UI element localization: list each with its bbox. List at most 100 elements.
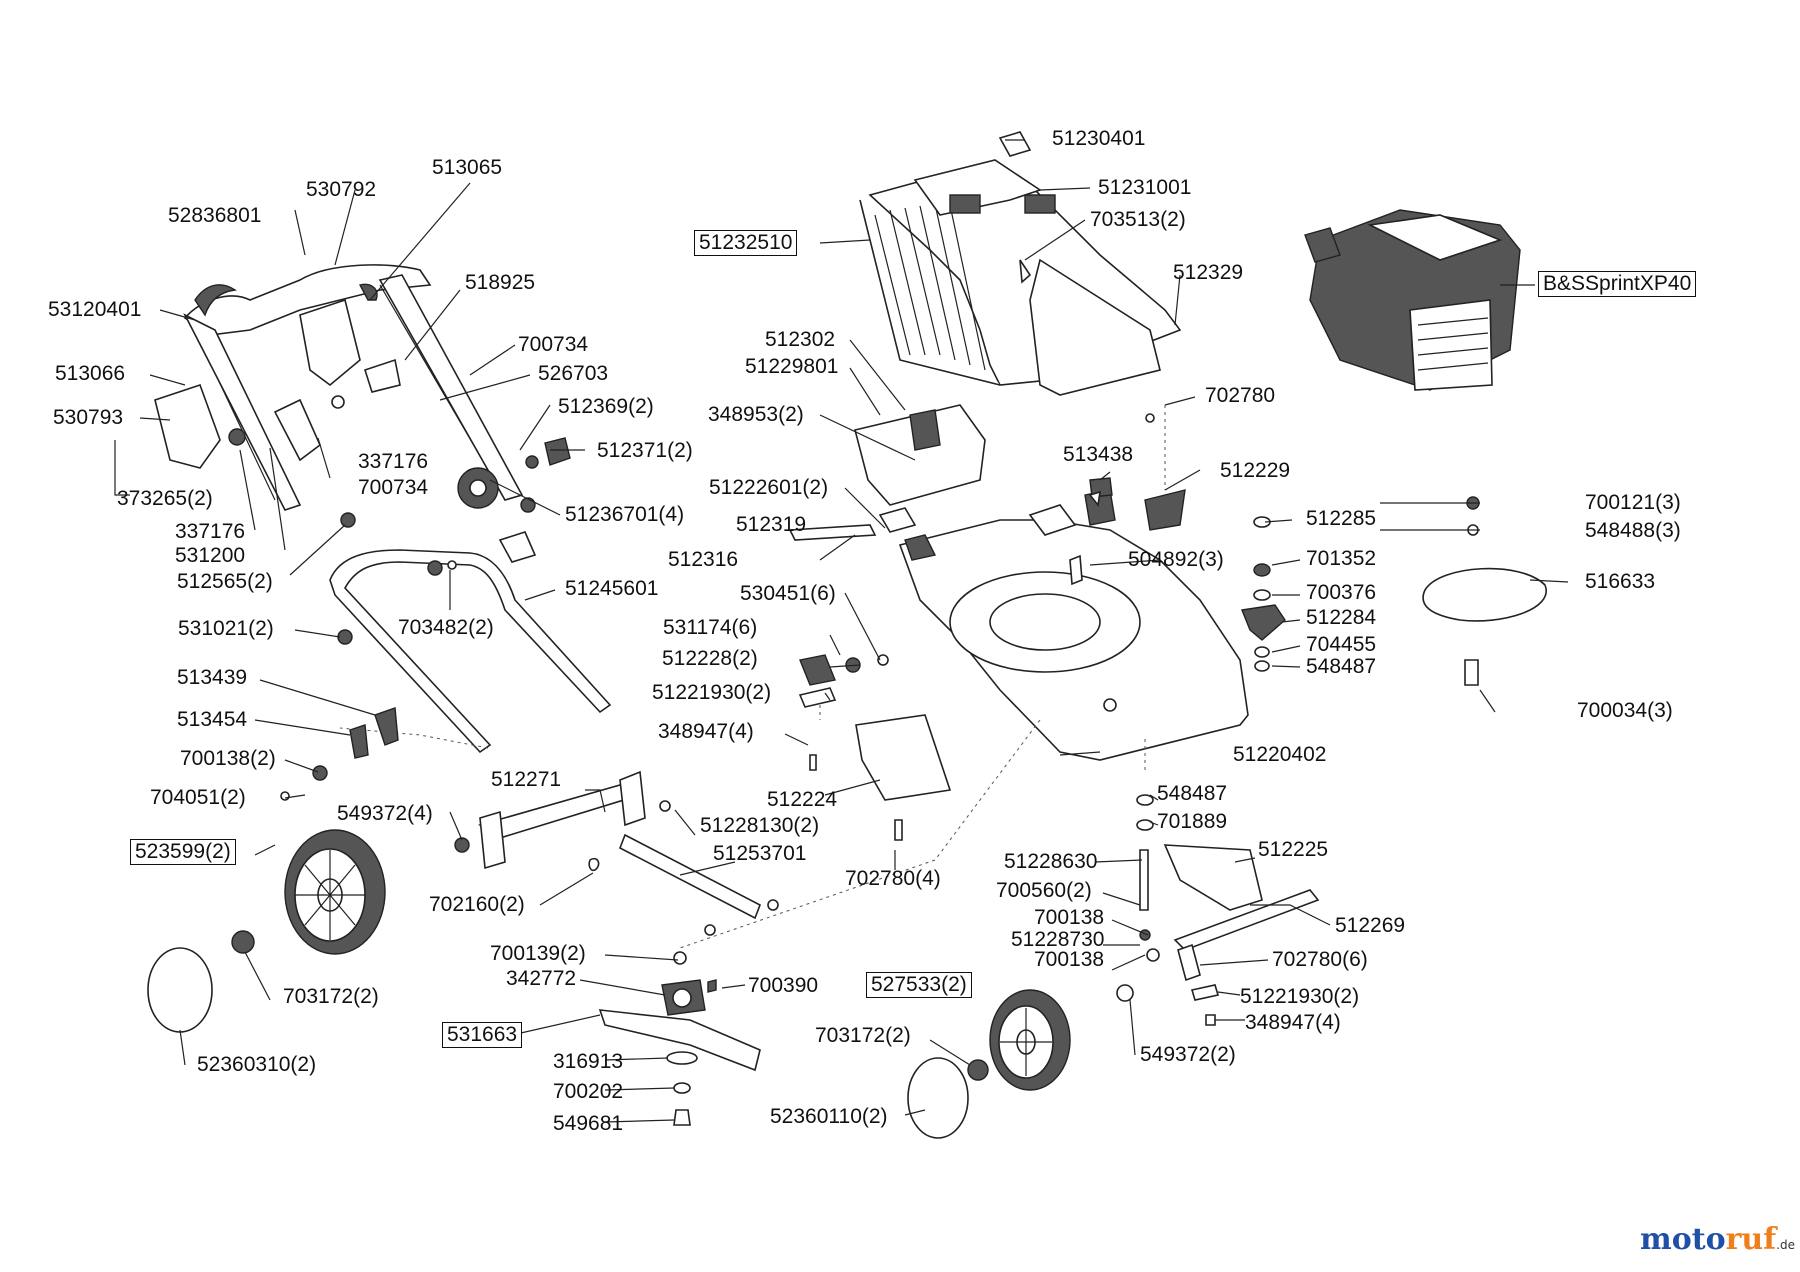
front-axle <box>907 794 1320 1139</box>
part-label: 512225 <box>1258 838 1329 861</box>
boxed-part-label: 527533(2) <box>866 972 972 998</box>
part-label: 51228730 <box>1011 928 1105 951</box>
part-label: 512229 <box>1220 459 1291 482</box>
watermark-logo: motoruf.de <box>1640 1222 1795 1257</box>
part-label: 51231001 <box>1098 176 1192 199</box>
assembly-guides <box>679 405 1166 949</box>
part-label: 530793 <box>53 406 124 429</box>
part-label: 51228630 <box>1004 850 1098 873</box>
part-label: 702780(4) <box>845 867 941 890</box>
leader-lines <box>114 139 1569 1123</box>
part-label: 373265(2) <box>117 487 213 510</box>
part-label: 513065 <box>432 156 503 179</box>
part-label: 700734 <box>358 476 429 499</box>
part-label: 512269 <box>1335 914 1406 937</box>
part-label: 700202 <box>553 1080 624 1103</box>
part-label: 703172(2) <box>283 985 379 1008</box>
part-label: 701352 <box>1306 547 1377 570</box>
part-label: 52360310(2) <box>197 1053 317 1076</box>
part-label: 512271 <box>491 768 562 791</box>
part-label: 700734 <box>518 333 589 356</box>
part-label: 52836801 <box>168 204 262 227</box>
part-label: 512284 <box>1306 606 1377 629</box>
part-label: 531174(6) <box>663 616 758 639</box>
part-label: 518925 <box>465 271 536 294</box>
rear-wheel <box>147 829 386 1033</box>
part-label: 348947(4) <box>658 720 754 743</box>
part-label: 51229801 <box>745 355 839 378</box>
boxed-part-label: 523599(2) <box>130 839 236 865</box>
part-label: 512565(2) <box>177 570 273 593</box>
part-label: 337176 <box>358 450 429 473</box>
part-label: 512369(2) <box>558 395 654 418</box>
part-label: 700376 <box>1306 581 1377 604</box>
part-label: 513066 <box>55 362 126 385</box>
right-hardware <box>1145 413 1547 686</box>
part-label: 52360110(2) <box>770 1105 888 1128</box>
part-label: 700139(2) <box>490 942 586 965</box>
part-label: 513439 <box>177 666 248 689</box>
part-label: 702160(2) <box>429 893 525 916</box>
part-label: 531021(2) <box>178 617 274 640</box>
part-label: 526703 <box>538 362 609 385</box>
part-label: 703513(2) <box>1090 208 1186 231</box>
part-label: 700138 <box>1034 906 1105 929</box>
part-label: 53120401 <box>48 298 142 321</box>
part-label: 51222601(2) <box>709 476 829 499</box>
part-label: 51220402 <box>1233 743 1327 766</box>
part-label: 516633 <box>1585 570 1656 593</box>
boxed-part-label: 531663 <box>442 1022 523 1048</box>
engine <box>1304 209 1521 391</box>
lower-handle <box>329 531 612 754</box>
part-label: 342772 <box>506 967 577 990</box>
part-label: 700138(2) <box>180 747 276 770</box>
part-label: 51221930(2) <box>1240 985 1360 1008</box>
part-label: 700390 <box>748 974 819 997</box>
part-label: 512319 <box>736 513 807 536</box>
part-label: 51253701 <box>713 842 807 865</box>
part-label: 512316 <box>668 548 739 571</box>
part-label: 530792 <box>306 178 377 201</box>
part-label: 513438 <box>1063 443 1134 466</box>
levers <box>280 629 399 801</box>
part-label: 702780(6) <box>1272 948 1368 971</box>
part-label: 512329 <box>1173 261 1244 284</box>
rear-axle <box>454 770 779 936</box>
part-label: 531200 <box>175 544 246 567</box>
part-label: 512228(2) <box>662 647 758 670</box>
boxed-part-label: B&SSprintXP40 <box>1538 271 1697 297</box>
blade-assembly <box>598 951 761 1126</box>
part-label: 512224 <box>767 788 838 811</box>
part-label: 51236701(4) <box>565 503 685 526</box>
part-label: 702780 <box>1205 384 1276 407</box>
part-label: 549372(4) <box>337 802 433 825</box>
part-label: 530451(6) <box>740 582 836 605</box>
part-label: 51245601 <box>565 577 659 600</box>
part-label: 348953(2) <box>708 403 804 426</box>
part-label: 700138 <box>1034 948 1105 971</box>
part-label: 704051(2) <box>150 786 246 809</box>
part-label: 512302 <box>765 328 836 351</box>
part-label: 512285 <box>1306 507 1377 530</box>
mower-deck <box>898 489 1249 761</box>
part-label: 700560(2) <box>996 879 1092 902</box>
part-label: 700121(3) <box>1585 491 1681 514</box>
part-label: 703172(2) <box>815 1024 911 1047</box>
part-label: 549372(2) <box>1140 1043 1236 1066</box>
mid-hardware <box>798 477 1186 841</box>
part-label: 548487 <box>1306 655 1377 678</box>
part-label: 700034(3) <box>1577 699 1673 722</box>
part-label: 704455 <box>1306 633 1377 656</box>
part-label: 512371(2) <box>597 439 693 462</box>
part-label: 701889 <box>1157 810 1228 833</box>
part-label: 548488(3) <box>1585 519 1681 542</box>
part-label: 348947(4) <box>1245 1011 1341 1034</box>
part-label: 51228130(2) <box>700 814 820 837</box>
part-label: 337176 <box>175 520 246 543</box>
part-label: 51230401 <box>1052 127 1146 150</box>
part-label: 548487 <box>1157 782 1228 805</box>
part-label: 316913 <box>553 1050 624 1073</box>
handle-assembly <box>154 264 571 528</box>
boxed-part-label: 51232510 <box>694 230 798 256</box>
